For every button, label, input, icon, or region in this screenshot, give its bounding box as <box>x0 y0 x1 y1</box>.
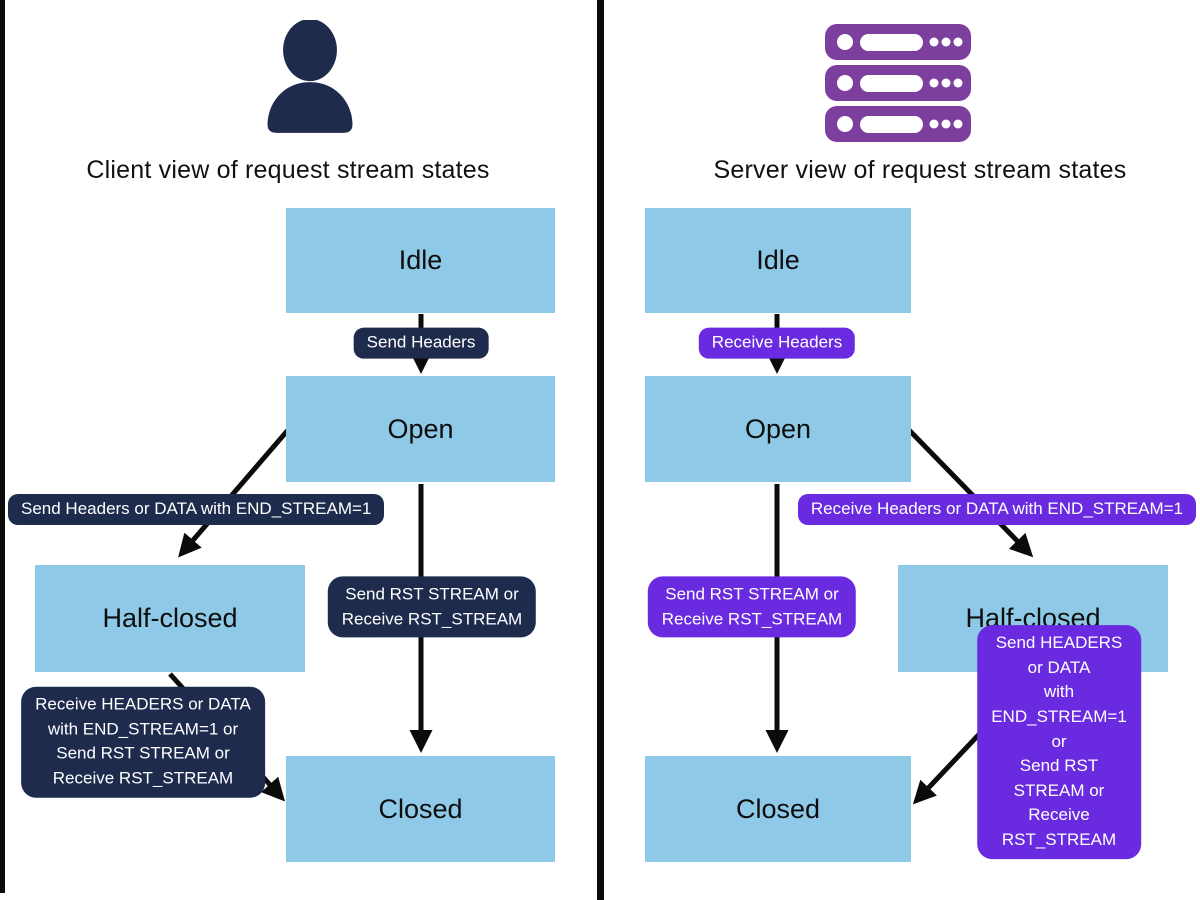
server-rack-icon <box>825 24 971 142</box>
server-transition-halfclosed-closed: Send HEADERS or DATA with END_STREAM=1 o… <box>977 625 1141 859</box>
client-transition-open-closed: Send RST STREAM or Receive RST_STREAM <box>327 576 537 638</box>
client-state-open: Open <box>286 376 555 482</box>
server-arrow-open-halfclosed <box>907 428 1034 558</box>
client-state-halfclosed: Half-closed <box>35 565 305 672</box>
person-icon <box>258 18 362 136</box>
server-state-closed: Closed <box>645 756 911 862</box>
client-state-closed: Closed <box>286 756 555 862</box>
client-transition-halfclosed-closed: Receive HEADERS or DATA with END_STREAM=… <box>21 686 265 798</box>
client-transition-idle-open: Send Headers <box>353 327 489 359</box>
client-panel-title: Client view of request stream states <box>86 156 490 184</box>
server-state-open: Open <box>645 376 911 482</box>
server-panel-title: Server view of request stream states <box>713 156 1127 184</box>
client-arrow-open-halfclosed <box>178 428 290 558</box>
left-border-line <box>0 0 5 893</box>
server-state-idle: Idle <box>645 208 911 313</box>
server-transition-idle-open: Receive Headers <box>698 327 856 359</box>
client-transition-open-halfclosed: Send Headers or DATA with END_STREAM=1 <box>8 494 385 525</box>
panel-divider-line <box>597 0 604 900</box>
server-transition-open-halfclosed: Receive Headers or DATA with END_STREAM=… <box>797 494 1196 525</box>
server-transition-open-closed: Send RST STREAM or Receive RST_STREAM <box>647 576 857 638</box>
client-state-idle: Idle <box>286 208 555 313</box>
